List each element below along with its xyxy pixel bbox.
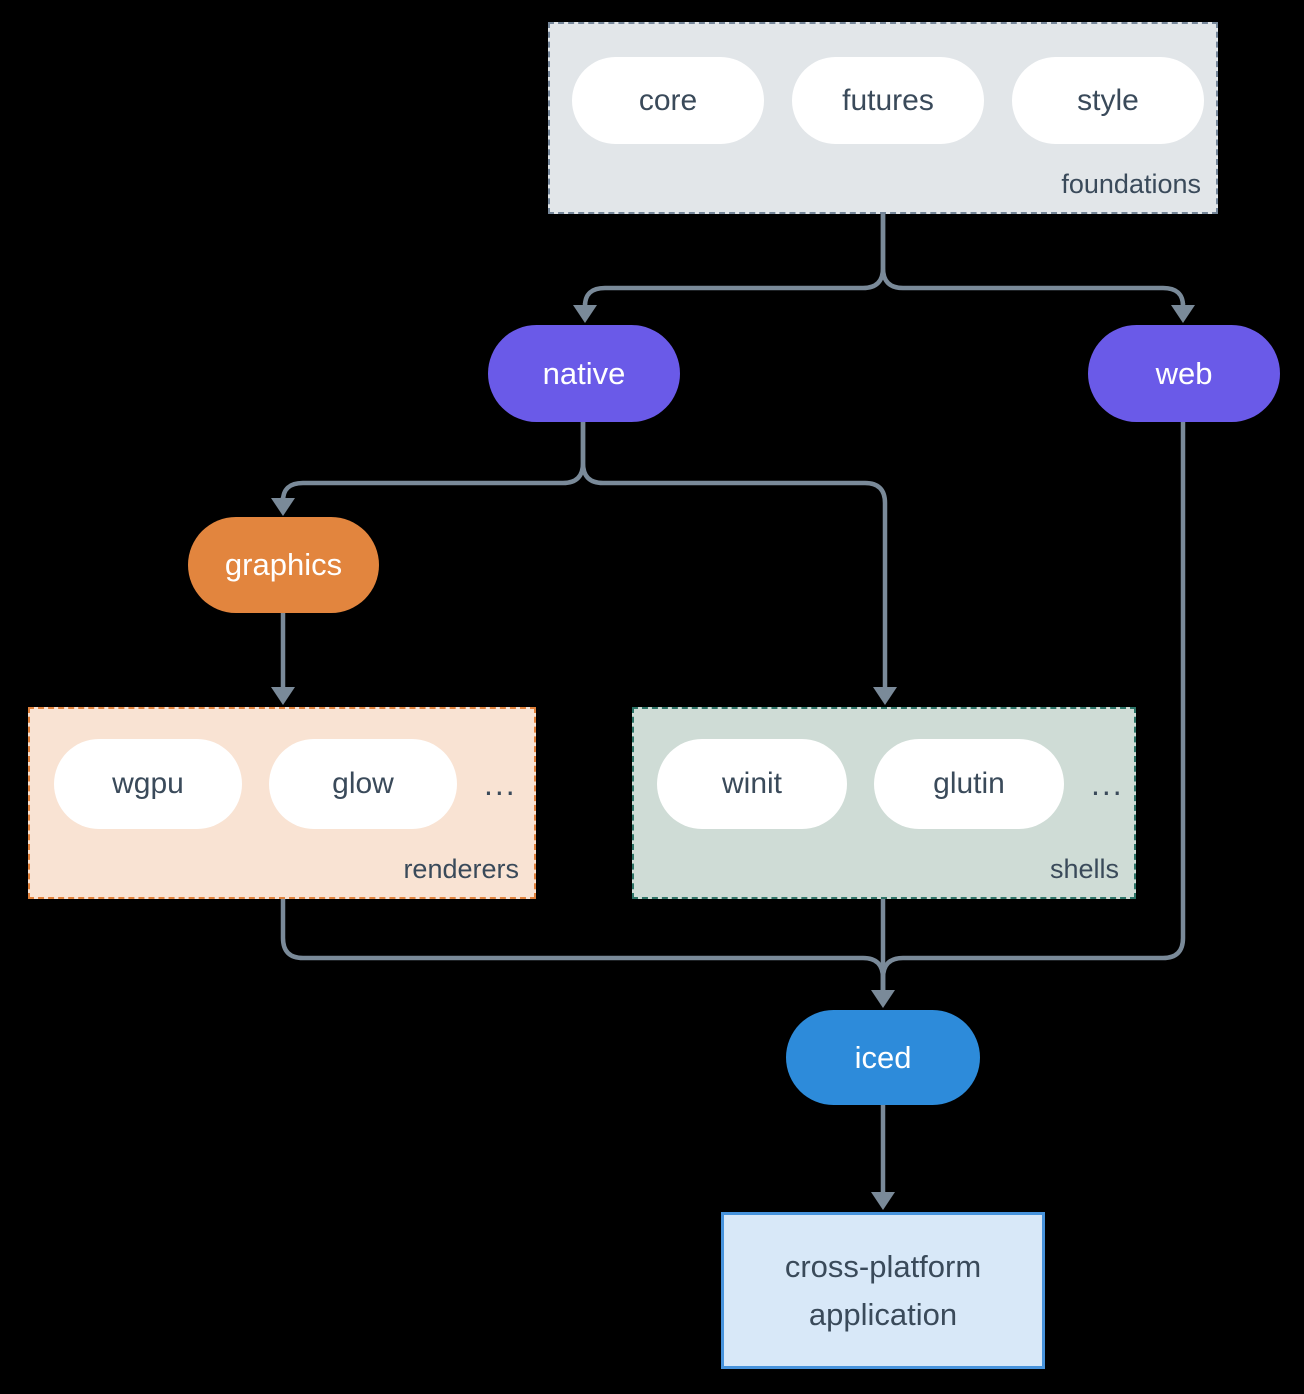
application-label-line1: cross-platform [784, 1248, 982, 1284]
renderers-group-box: wgpu glow ... renderers [28, 707, 536, 899]
renderers-pill-row: wgpu glow ... [54, 739, 534, 829]
shells-group-box: winit glutin ... shells [632, 707, 1136, 899]
application-label-line2: application [808, 1296, 958, 1332]
pill-glow: glow [269, 739, 457, 829]
shells-ellipsis: ... [1091, 765, 1124, 802]
pill-futures: futures [792, 57, 984, 144]
foundations-label: foundations [1061, 169, 1201, 199]
node-graphics: graphics [188, 517, 379, 613]
pill-wgpu: wgpu [54, 739, 242, 829]
application-box: cross-platform application [721, 1212, 1045, 1369]
pill-glutin: glutin [874, 739, 1064, 829]
shells-label: shells [1049, 854, 1119, 884]
foundations-group-box: core futures style foundations [548, 22, 1218, 214]
node-native: native [488, 325, 680, 422]
pill-winit: winit [657, 739, 847, 829]
node-web: web [1088, 325, 1280, 422]
node-iced: iced [786, 1010, 980, 1105]
renderers-ellipsis: ... [484, 765, 517, 802]
renderers-label: renderers [403, 854, 519, 884]
shells-pill-row: winit glutin ... [657, 739, 1134, 829]
pill-core: core [572, 57, 764, 144]
pill-style: style [1012, 57, 1204, 144]
foundations-pill-row: core futures style [572, 57, 1216, 144]
